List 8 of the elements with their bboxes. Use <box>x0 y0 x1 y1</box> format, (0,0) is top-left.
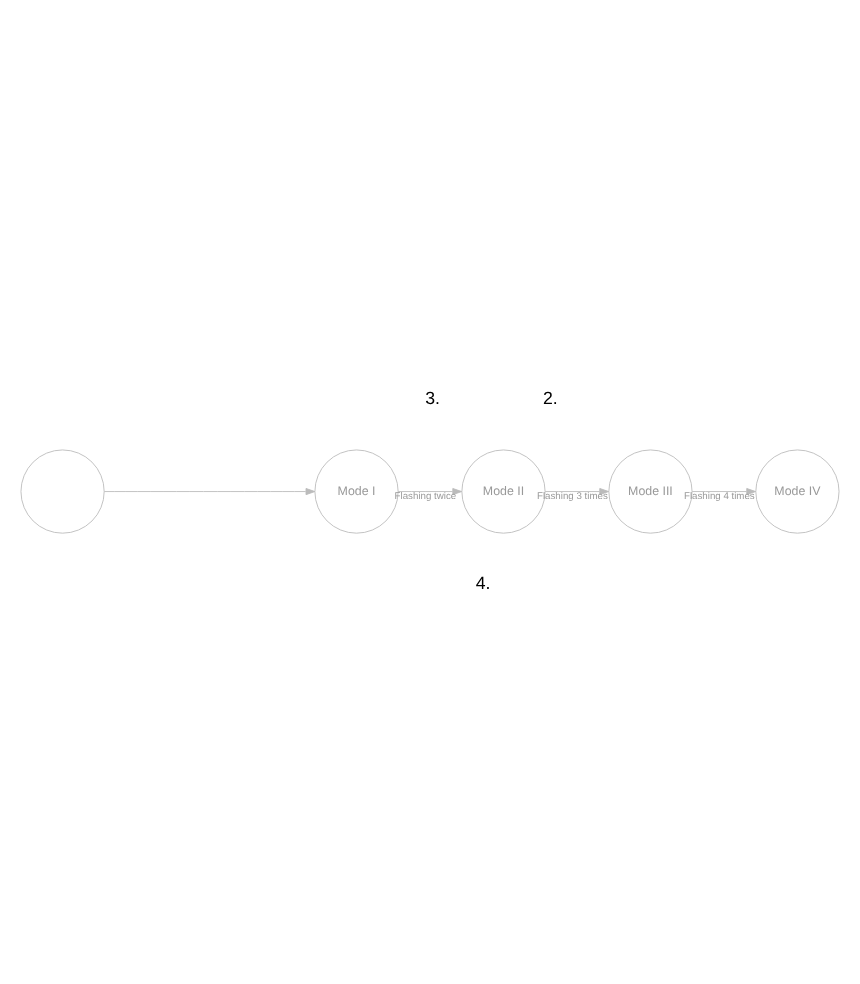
arrow <box>103 488 316 496</box>
label: 2. <box>543 387 558 408</box>
label: 3. <box>425 387 441 408</box>
label: 4. <box>475 572 491 593</box>
node-circle <box>20 449 105 534</box>
arrow <box>544 488 610 496</box>
arrow <box>397 488 463 496</box>
arrow <box>691 488 757 496</box>
